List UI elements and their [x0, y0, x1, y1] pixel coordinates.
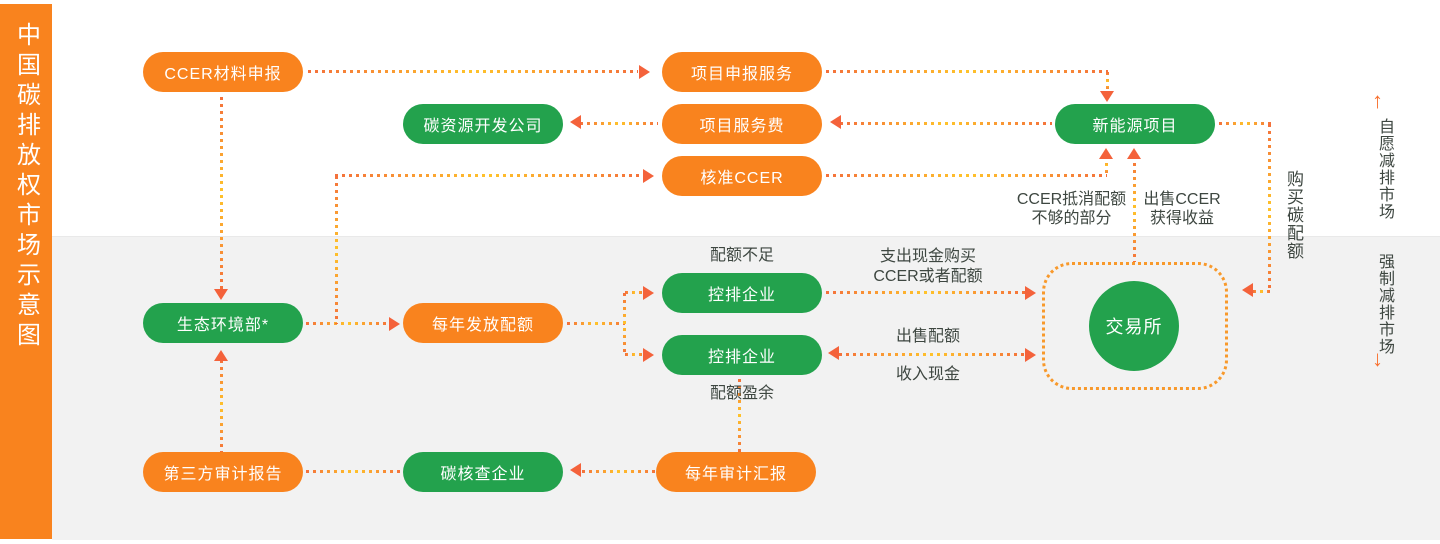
connector-fee-to-developer — [580, 122, 658, 125]
node-service-fee: 项目服务费 — [662, 104, 822, 144]
connector-quota-to-ent2 — [625, 353, 645, 356]
connector-project-to-fee — [840, 122, 1052, 125]
node-carbon-developer: 碳资源开发公司 — [403, 104, 563, 144]
label-pay-cash-line2: CCER或者配额 — [873, 268, 983, 285]
arrowhead-left-icon — [1242, 283, 1253, 297]
arrowhead-right-icon — [1025, 348, 1036, 362]
node-new-energy: 新能源项目 — [1055, 104, 1215, 144]
sidebar: 中国碳排放权市场示意图 — [0, 4, 52, 539]
label-sell-quota: 出售配额 — [895, 328, 960, 345]
connector-ent2-to-audit — [738, 379, 741, 452]
exchange-dashed-zone — [1042, 262, 1228, 390]
arrowhead-right-icon — [643, 348, 654, 362]
connector-ccer-to-project-v — [1105, 156, 1108, 176]
connector-quota-to-ent1 — [625, 291, 645, 294]
label-sell-ccer-line2: 获得收益 — [1149, 210, 1214, 227]
arrowhead-up-icon — [1099, 148, 1113, 159]
connector-apply-to-project-h — [826, 70, 1108, 73]
label-sell-ccer-line1: 出售CCER — [1143, 191, 1221, 208]
connector-quota-split-h — [567, 322, 625, 325]
label-mandatory-market: 强制减排市场 — [1376, 253, 1393, 355]
label-ccer-offset: CCER抵消配额 不够的部分 — [999, 190, 1144, 228]
node-annual-quota: 每年发放配额 — [403, 303, 563, 343]
connector-ministry-branch-v — [335, 176, 338, 324]
connector-verify-to-report — [306, 470, 402, 473]
label-ccer-offset-line2: 不够的部分 — [1031, 210, 1112, 227]
arrowhead-up-icon — [1127, 148, 1141, 159]
connector-ministry-to-ccer — [335, 174, 643, 177]
node-enterprise-short: 控排企业 — [662, 273, 822, 313]
label-voluntary-market: 自愿减排市场 — [1376, 118, 1393, 220]
connector-audit-to-verify — [582, 470, 656, 473]
label-buy-quota: 购买碳配额 — [1284, 170, 1303, 260]
node-enterprise-surplus: 控排企业 — [662, 335, 822, 375]
node-ccer-material: CCER材料申报 — [143, 52, 303, 92]
node-exchange: 交易所 — [1089, 281, 1179, 371]
label-ccer-offset-line1: CCER抵消配额 — [1016, 191, 1127, 208]
arrowhead-up-icon — [214, 350, 228, 361]
diagram-title: 中国碳排放权市场示意图 — [12, 22, 40, 352]
arrowhead-right-icon — [643, 169, 654, 183]
connector-ent1-to-exchange — [826, 291, 1026, 294]
label-pay-cash: 支出现金购买 CCER或者配额 — [848, 247, 1008, 287]
arrowhead-down-icon — [214, 289, 228, 300]
arrowhead-right-icon — [1025, 286, 1036, 300]
connector-material-to-apply — [308, 70, 638, 73]
node-approved-ccer: 核准CCER — [662, 156, 822, 196]
node-annual-audit: 每年审计汇报 — [656, 452, 816, 492]
connector-project-to-exchange-h1 — [1219, 122, 1271, 125]
connector-material-to-ministry — [220, 97, 223, 289]
label-quota-shortage: 配额不足 — [709, 247, 774, 264]
connector-project-to-exchange-v — [1268, 124, 1271, 292]
up-arrow-icon: ↑ — [1372, 88, 1383, 113]
connector-apply-to-project-v — [1106, 72, 1109, 92]
node-verify-company: 碳核查企业 — [403, 452, 563, 492]
arrowhead-left-icon — [828, 346, 839, 360]
connector-exchange-to-project — [1133, 156, 1136, 262]
label-income-cash: 收入现金 — [895, 366, 960, 383]
arrowhead-right-icon — [389, 317, 400, 331]
connector-quota-split-v — [623, 293, 626, 355]
arrowhead-right-icon — [643, 286, 654, 300]
connector-ent2-exchange — [839, 353, 1026, 356]
arrowhead-left-icon — [570, 463, 581, 477]
arrowhead-left-icon — [570, 115, 581, 129]
label-pay-cash-line1: 支出现金购买 — [879, 248, 976, 265]
node-project-apply: 项目申报服务 — [662, 52, 822, 92]
arrowhead-left-icon — [830, 115, 841, 129]
label-quota-surplus: 配额盈余 — [709, 385, 774, 402]
label-sell-ccer: 出售CCER 获得收益 — [1130, 190, 1234, 228]
node-third-party-report: 第三方审计报告 — [143, 452, 303, 492]
connector-audit-to-ministry — [220, 360, 223, 452]
connector-ccer-to-project-h — [826, 174, 1107, 177]
arrowhead-right-icon — [639, 65, 650, 79]
connector-project-to-exchange-h2 — [1253, 290, 1270, 293]
node-ministry: 生态环境部* — [143, 303, 303, 343]
connector-ministry-to-quota — [306, 322, 390, 325]
arrowhead-down-icon — [1100, 91, 1114, 102]
down-arrow-icon: ↓ — [1372, 346, 1383, 371]
